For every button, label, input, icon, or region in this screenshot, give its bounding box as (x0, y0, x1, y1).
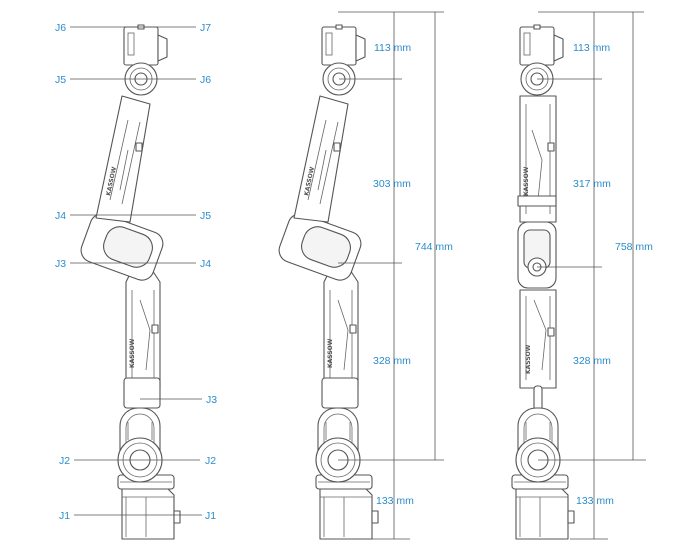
dim-317-3: 317 mm (573, 178, 611, 190)
dim-744-total: 744 mm (415, 241, 453, 253)
dim-133-3: 133 mm (576, 495, 614, 507)
label-j2-right: J2 (205, 455, 216, 467)
label-j7-right: J7 (200, 22, 211, 34)
label-j1-right: J1 (205, 510, 216, 522)
robot-figure-2: KASSOW KASSOW 113 mm 303 mm 744 mm 328 m… (278, 11, 453, 540)
dim-328-2: 328 mm (373, 355, 411, 367)
label-j2-left: J2 (59, 455, 70, 467)
robot-figure-3: KASSOW KASSOW 113 mm 317 mm 758 mm 328 m… (511, 11, 653, 540)
brand-text-lower-3: KASSOW (525, 344, 532, 374)
dim-328-3: 328 mm (573, 355, 611, 367)
dim-113-2: 113 mm (374, 42, 411, 54)
brand-text-lower-1: KASSOW (129, 338, 136, 368)
dim-303-2: 303 mm (373, 178, 411, 190)
joint-leader-lines-1 (70, 26, 202, 516)
label-j4-right: J4 (200, 258, 211, 270)
label-j4-left: J4 (55, 210, 66, 222)
label-j5-right: J5 (200, 210, 211, 222)
label-j5-left: J5 (55, 74, 66, 86)
dimension-lines-3 (537, 11, 646, 540)
label-j6-left: J6 (55, 22, 66, 34)
dim-133-2: 133 mm (376, 495, 414, 507)
dim-113-3: 113 mm (573, 42, 610, 54)
brand-text-upper-3: KASSOW (523, 166, 530, 196)
brand-text-lower-2: KASSOW (327, 338, 334, 368)
dimension-lines-2 (338, 11, 444, 540)
label-j6-right: J6 (200, 74, 211, 86)
robot-figure-1: KASSOW KASSOW J6 J7 J5 J6 J4 J5 J3 J4 J3… (55, 22, 217, 540)
label-j3-left: J3 (55, 258, 66, 270)
label-j3-right: J3 (206, 394, 217, 406)
label-j1-left: J1 (59, 510, 70, 522)
dim-758-total: 758 mm (615, 241, 653, 253)
